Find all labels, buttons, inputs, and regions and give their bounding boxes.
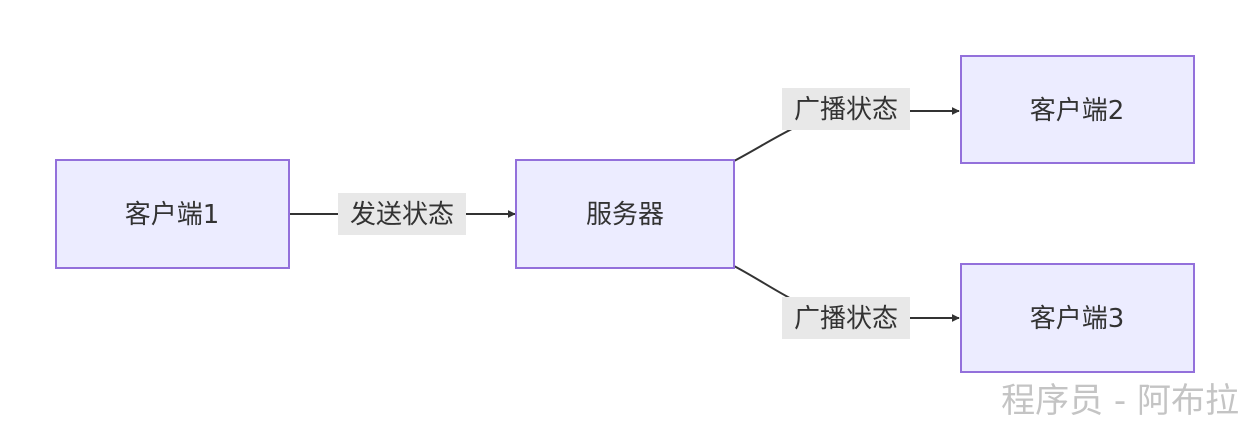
edge-label-text: 广播状态 bbox=[794, 304, 898, 334]
node-client1: 客户端1 bbox=[55, 159, 290, 269]
node-client2: 客户端2 bbox=[960, 55, 1195, 164]
edge-label-text: 发送状态 bbox=[350, 200, 454, 230]
node-label: 客户端2 bbox=[1030, 96, 1125, 126]
node-label: 服务器 bbox=[586, 200, 664, 230]
edge-label-text: 广播状态 bbox=[794, 95, 898, 125]
watermark: 程序员 - 阿布拉 bbox=[1001, 381, 1239, 421]
edge-label-send-state: 发送状态 bbox=[338, 193, 466, 235]
node-label: 客户端3 bbox=[1030, 304, 1125, 334]
edge-label-broadcast-state-top: 广播状态 bbox=[782, 88, 910, 130]
edge-label-broadcast-state-bottom: 广播状态 bbox=[782, 297, 910, 339]
node-server: 服务器 bbox=[515, 159, 735, 269]
node-client3: 客户端3 bbox=[960, 263, 1195, 373]
node-label: 客户端1 bbox=[125, 200, 220, 230]
